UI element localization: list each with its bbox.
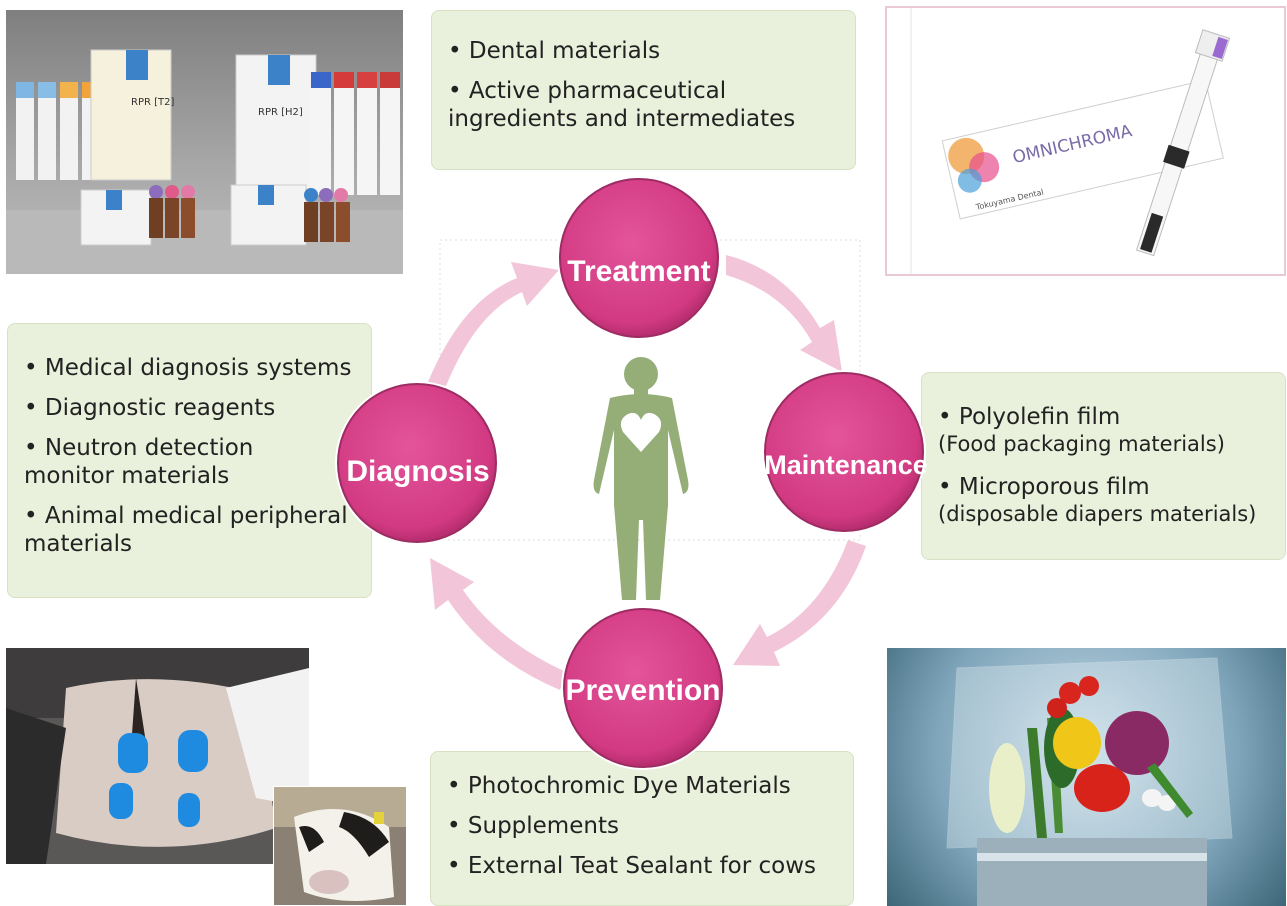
treatment-box: • Dental materials • Active pharmaceutic…: [431, 10, 856, 170]
diagnosis-item: • Animal medical peripheral materials: [24, 503, 348, 557]
cycle-arrows: [428, 255, 866, 690]
node-treatment: Treatment: [557, 176, 721, 340]
maintenance-item: • Polyolefin film (Food packaging materi…: [938, 404, 1225, 456]
human-body-icon: [593, 357, 689, 600]
node-diagnosis-label: Diagnosis: [346, 455, 489, 488]
arrow-prevention-to-diagnosis: [430, 558, 566, 690]
arrow-maintenance-to-prevention: [733, 540, 866, 666]
treatment-item: • Dental materials: [448, 38, 661, 64]
cow-teat-sealant-photo: [6, 648, 309, 864]
node-diagnosis: Diagnosis: [335, 381, 499, 545]
diagnosis-item: • Neutron detection monitor materials: [24, 435, 254, 489]
node-maintenance-label: Maintenance: [764, 450, 928, 480]
diagnosis-box: • Medical diagnosis systems • Diagnostic…: [7, 323, 372, 598]
prevention-item: • Supplements: [447, 813, 619, 839]
reagent-label-2: RPR [H2]: [258, 107, 303, 118]
heart-icon: [620, 412, 662, 452]
diagnosis-item: • Medical diagnosis systems: [24, 355, 352, 381]
food-packaging-photo: [887, 648, 1286, 906]
arrow-diagnosis-to-treatment: [428, 262, 559, 386]
prevention-item: • External Teat Sealant for cows: [447, 853, 817, 879]
reagent-label-1: RPR [T2]: [131, 97, 174, 108]
reagent-kits-photo: RPR [T2] RPR [H2]: [6, 10, 403, 274]
treatment-item: • Active pharmaceutical ingredients and …: [448, 78, 796, 132]
prevention-item: • Photochromic Dye Materials: [447, 773, 791, 799]
maintenance-item: • Microporous film (disposable diapers m…: [938, 474, 1257, 526]
node-maintenance: Maintenance: [762, 370, 928, 534]
arrow-treatment-to-maintenance: [726, 255, 842, 372]
node-prevention: Prevention: [561, 606, 725, 770]
node-prevention-label: Prevention: [565, 674, 720, 707]
cow-head-photo: [273, 786, 407, 906]
dental-material-photo: OMNICHROMA Tokuyama Dental: [885, 6, 1286, 276]
node-treatment-label: Treatment: [567, 255, 710, 288]
diagnosis-item: • Diagnostic reagents: [24, 395, 276, 421]
